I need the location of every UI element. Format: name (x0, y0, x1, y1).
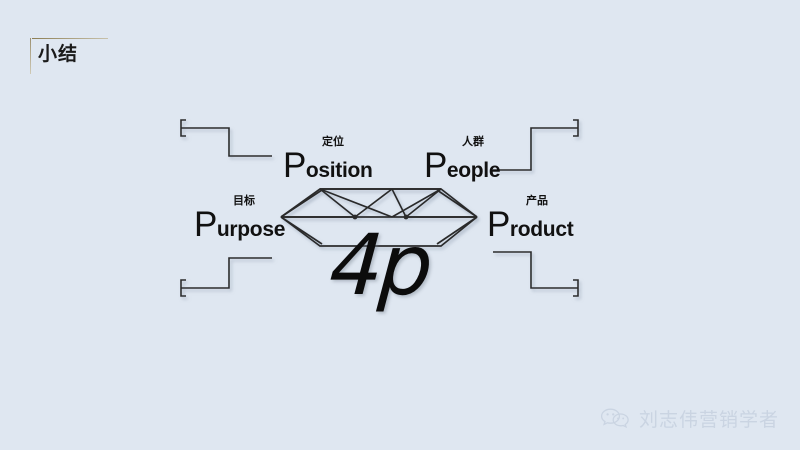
page-title: 小结 (38, 44, 79, 65)
bracket-bottom-right (493, 251, 579, 297)
wechat-icon (600, 408, 629, 429)
node-initial-position: P (283, 146, 306, 185)
node-cn-people: 人群 (462, 136, 484, 148)
node-cn-purpose: 目标 (233, 195, 255, 207)
node-initial-purpose: P (194, 205, 217, 244)
title-top-rule (32, 38, 108, 39)
watermark-text: 刘志伟营销学者 (639, 410, 780, 431)
node-word-product: roduct (509, 218, 574, 241)
four-p-logo: 4p (326, 216, 433, 314)
node-word-position: osition (305, 159, 373, 182)
node-initial-people: P (424, 146, 447, 185)
node-label-purpose[interactable]: Purpose 目标 (194, 196, 286, 244)
node-label-people[interactable]: People 人群 (424, 137, 501, 185)
node-initial-product: P (487, 205, 510, 244)
bracket-bottom-left (180, 257, 272, 297)
node-cn-position: 定位 (322, 136, 344, 148)
bracket-top-left (180, 119, 272, 157)
bracket-top-right (493, 119, 579, 171)
node-word-people: eople (446, 159, 501, 182)
node-label-position[interactable]: Position 定位 (283, 137, 373, 185)
lattice-nodes (352, 214, 409, 220)
watermark: 刘志伟营销学者 (600, 405, 779, 432)
node-label-product[interactable]: Product 产品 (487, 196, 574, 244)
title-left-rule (30, 38, 31, 74)
slide-title-block: 小结 (30, 38, 108, 76)
node-word-purpose: urpose (216, 218, 286, 241)
center-arrow-lattice (280, 188, 478, 247)
node-cn-product: 产品 (526, 195, 548, 207)
